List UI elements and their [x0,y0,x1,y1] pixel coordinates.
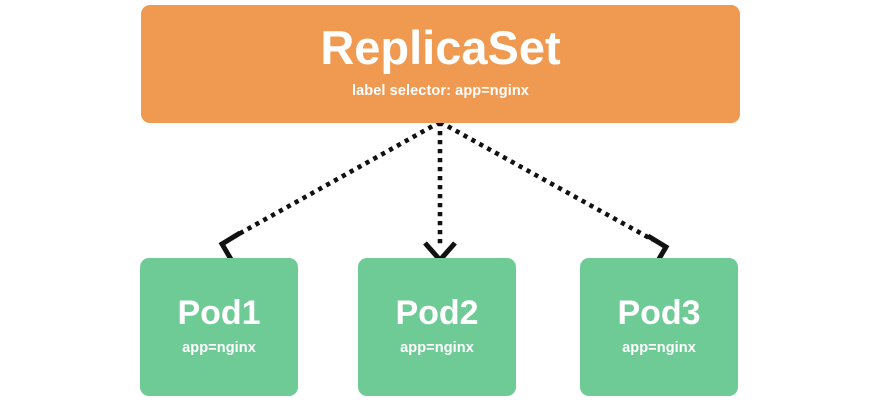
replicaset-label-selector: label selector: app=nginx [352,83,529,99]
pod-label-2: app=nginx [400,340,474,356]
pod-label-1: app=nginx [182,340,256,356]
connector-to-pod2 [423,122,457,264]
pod-title-2: Pod2 [395,294,479,332]
pod-node-3[interactable]: Pod3 app=nginx [580,258,738,396]
pod-node-1[interactable]: Pod1 app=nginx [140,258,298,396]
pod-title-1: Pod1 [177,294,261,332]
pod-title-3: Pod3 [617,294,701,332]
pod-node-2[interactable]: Pod2 app=nginx [358,258,516,396]
connector-to-pod1 [218,119,442,263]
pod-label-3: app=nginx [622,340,696,356]
connector-to-pod3 [438,119,670,266]
replicaset-title: ReplicaSet [320,21,561,74]
replicaset-node[interactable]: ReplicaSet label selector: app=nginx [141,5,740,123]
